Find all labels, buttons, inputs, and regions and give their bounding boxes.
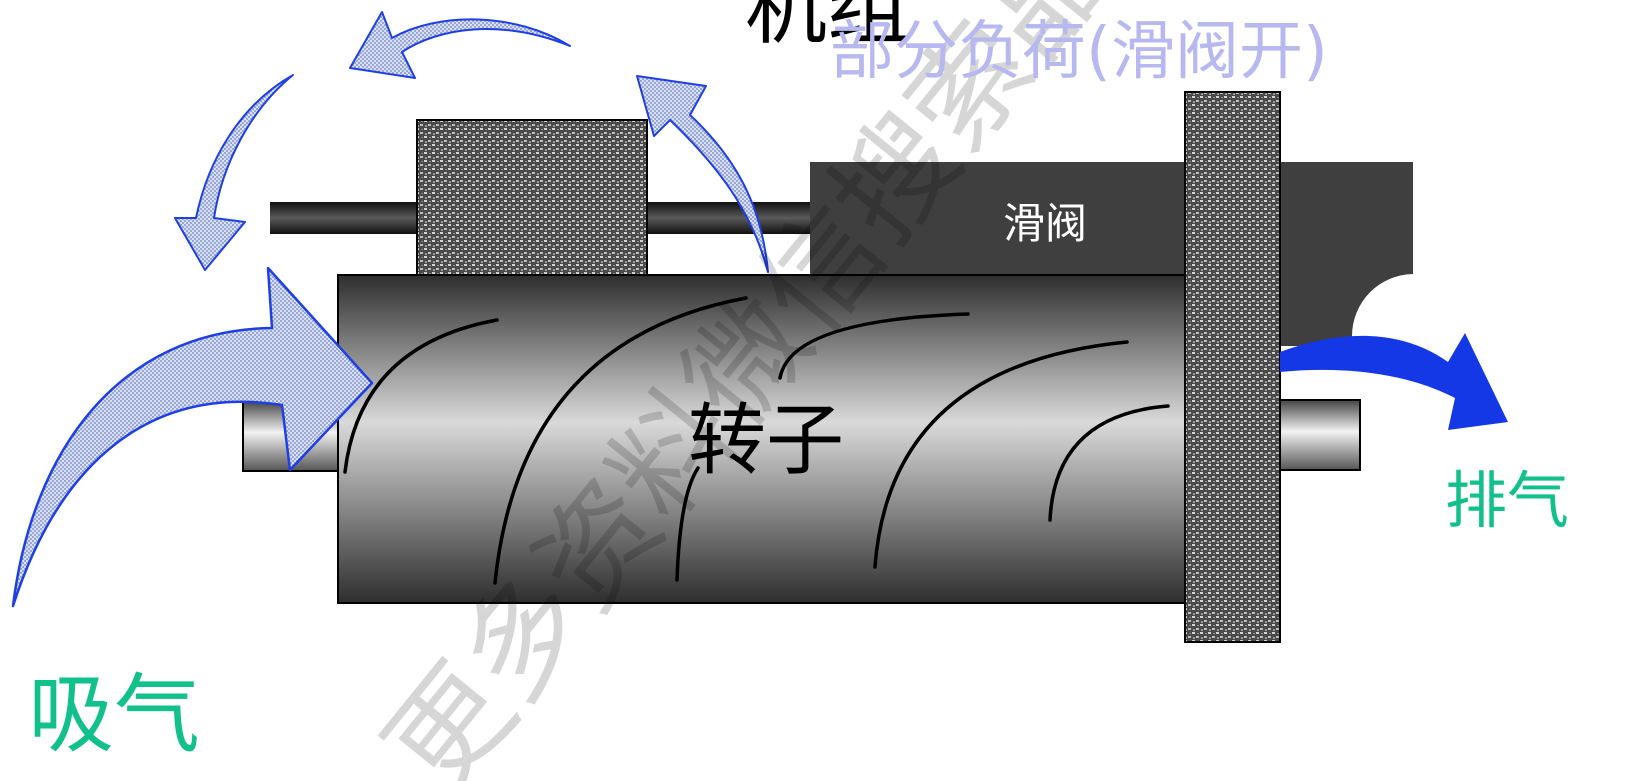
diagram-title: 机组	[745, 0, 910, 56]
right-shaft	[1274, 399, 1361, 471]
rotor-label: 转子	[688, 396, 845, 486]
recirculation-arrow	[174, 11, 769, 273]
rotor-lobes	[343, 296, 1170, 585]
discharge-arrow	[1280, 333, 1508, 430]
slide-valve-label: 滑阀	[1003, 199, 1088, 248]
end-plate	[1184, 91, 1281, 643]
suction-arrow	[11, 266, 374, 608]
diagram-subtitle: 部分负荷(滑阀开)	[830, 15, 1328, 89]
discharge-label: 排气	[1445, 464, 1570, 537]
piston-block	[416, 119, 648, 276]
suction-label: 吸气	[28, 665, 200, 765]
